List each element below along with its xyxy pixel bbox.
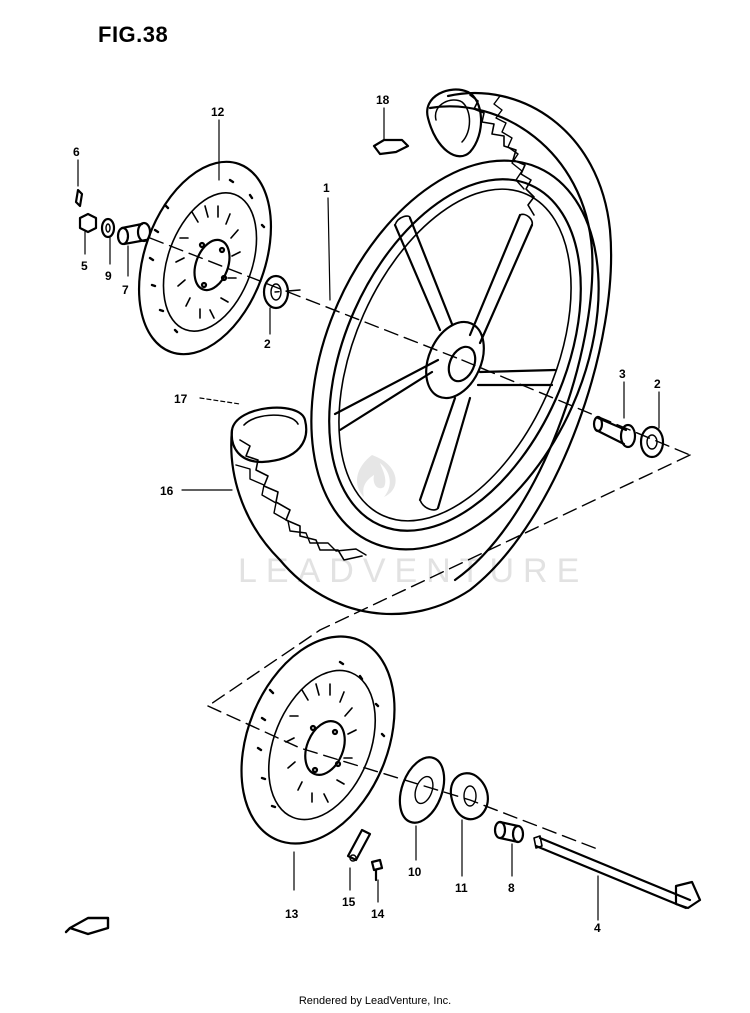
callout-13: 13	[285, 907, 299, 921]
bearing-right	[639, 425, 665, 459]
callout-15: 15	[342, 895, 356, 909]
hardware-parts	[74, 138, 702, 910]
tire	[230, 88, 613, 616]
figure-title: FIG.38	[98, 22, 169, 47]
callout-14: 14	[371, 907, 385, 921]
leader-lines	[77, 107, 660, 921]
callout-5: 5	[81, 259, 88, 273]
callout-6: 6	[73, 145, 80, 159]
callout-labels: 1 2 2 3 4 5 6 7 8 9 10 11 12 13 14 15 16…	[73, 93, 661, 935]
callout-4: 4	[594, 921, 601, 935]
callout-17: 17	[174, 392, 188, 406]
callout-12: 12	[211, 105, 225, 119]
callout-7: 7	[122, 283, 129, 297]
callout-11: 11	[455, 881, 468, 895]
callout-8: 8	[508, 881, 515, 895]
callout-1: 1	[323, 181, 330, 195]
callout-10: 10	[408, 865, 422, 879]
hub-and-spokes	[333, 213, 557, 511]
lock-plate	[346, 828, 372, 862]
washer	[100, 217, 116, 239]
lower-brake-disc	[240, 635, 396, 845]
axis-lines	[149, 237, 691, 851]
front-arrow-icon	[64, 916, 110, 936]
axle	[534, 836, 692, 910]
callout-9: 9	[105, 269, 112, 283]
callout-3: 3	[619, 367, 626, 381]
footer-credit: Rendered by LeadVenture, Inc.	[298, 995, 452, 1007]
callout-18: 18	[376, 93, 390, 107]
cotter-pin	[74, 188, 84, 208]
valve	[372, 138, 410, 156]
callout-16: 16	[160, 484, 174, 498]
speedo-ring	[398, 756, 446, 824]
spacer-right	[594, 416, 628, 446]
castle-nut	[78, 212, 98, 234]
callout-2-upper: 2	[264, 337, 271, 351]
watermark: LEADVENTURE	[238, 455, 588, 590]
bolt	[370, 858, 384, 882]
watermark-text: LEADVENTURE	[238, 552, 588, 590]
rim	[310, 159, 600, 551]
callout-2-right: 2	[654, 377, 661, 391]
speedo-gearbox	[449, 772, 489, 821]
